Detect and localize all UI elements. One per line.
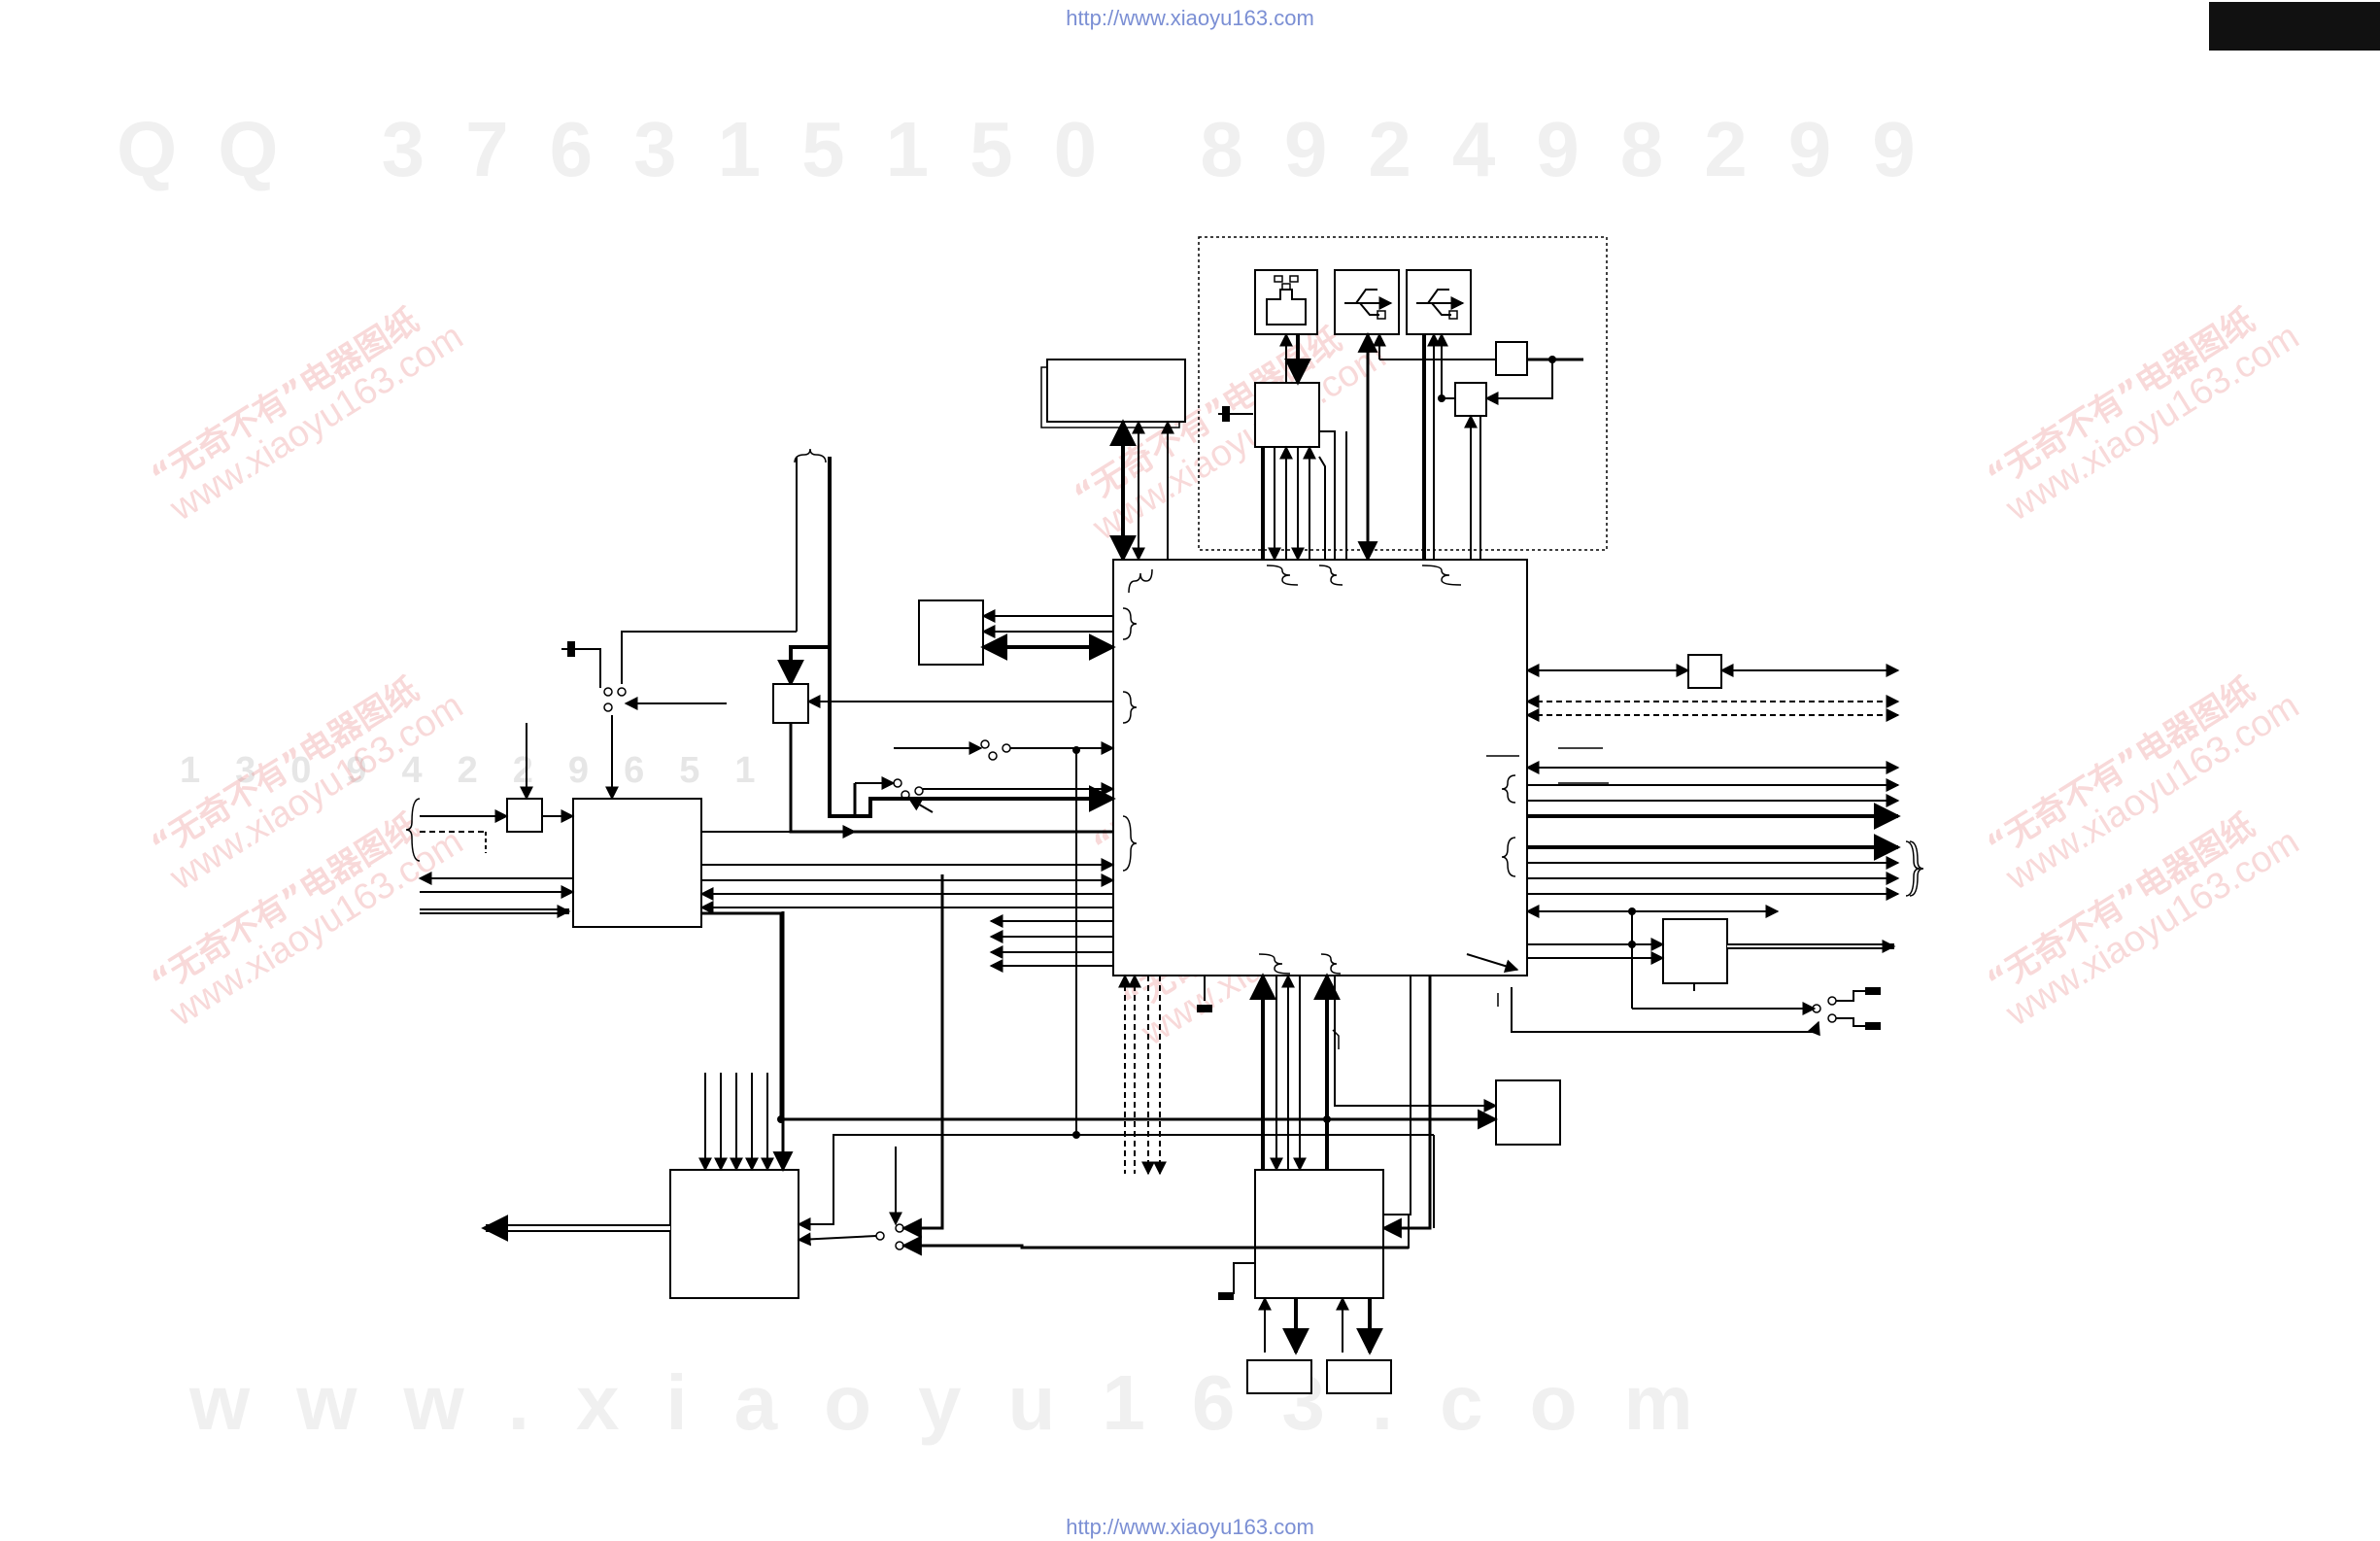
watermark-phone-row: 13094229651 bbox=[180, 750, 791, 791]
audio-dsp-block bbox=[572, 798, 702, 928]
footer-url[interactable]: http://www.xiaoyu163.com bbox=[1066, 1515, 1314, 1539]
usb-port-icon bbox=[1334, 269, 1400, 335]
watermark-qq-row: QQ 376315150 892498299 bbox=[117, 106, 1956, 192]
main-soc-block bbox=[1112, 559, 1528, 976]
lower-peripheral-block bbox=[1254, 1169, 1384, 1299]
level-shifter-block bbox=[772, 683, 809, 724]
power-control-block bbox=[1495, 1079, 1561, 1146]
header-url[interactable]: http://www.xiaoyu163.com bbox=[1066, 6, 1314, 30]
corner-page-tab bbox=[2209, 2, 2380, 51]
watermark-www-row: www.xiaoyu163.com bbox=[189, 1359, 1740, 1446]
small-buffer-block bbox=[506, 798, 543, 833]
usb-power-switch-a bbox=[1495, 341, 1528, 376]
output-driver-block bbox=[669, 1169, 799, 1299]
crystal-oscillator-icon bbox=[1836, 987, 1881, 1002]
crystal-oscillator-icon bbox=[1218, 406, 1253, 422]
network-usb-module-outline bbox=[1198, 236, 1608, 551]
memory-chip-a bbox=[1246, 1359, 1312, 1394]
ethernet-phy-block bbox=[1254, 382, 1320, 448]
crystal-oscillator-icon bbox=[561, 641, 583, 657]
card-slot-connector bbox=[1040, 359, 1186, 428]
right-buffer-block bbox=[1687, 654, 1722, 689]
ethernet-port-icon bbox=[1254, 269, 1318, 335]
usb-port-icon bbox=[1406, 269, 1472, 335]
usb-power-switch-b bbox=[1454, 382, 1487, 417]
audio-codec-block bbox=[1662, 918, 1728, 984]
crystal-oscillator-icon bbox=[1218, 1262, 1255, 1300]
crystal-oscillator-icon bbox=[1836, 1017, 1881, 1030]
crystal-oscillator-icon bbox=[1197, 976, 1212, 1012]
memory-block-left bbox=[918, 599, 984, 666]
memory-chip-b bbox=[1326, 1359, 1392, 1394]
